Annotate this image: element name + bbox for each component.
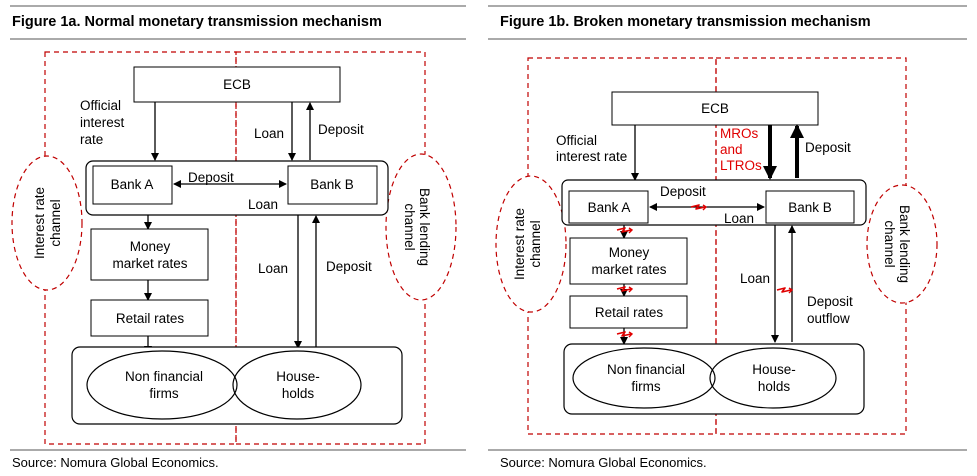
bank-b-box [287, 165, 378, 205]
firms-line1: Non financial [125, 369, 203, 384]
bank-a-label: Bank A [588, 200, 631, 215]
interest-rate-channel-line2: channel [528, 220, 543, 267]
money-market-line2: market rates [112, 256, 187, 271]
money-market-line1: Money [130, 239, 171, 254]
bank-b-households-break-icon [776, 287, 793, 294]
deposit-outflow-line2: outflow [807, 311, 850, 326]
official-rate-line2: interest [80, 115, 125, 130]
bank-lending-channel-line1: Bank lending [897, 205, 912, 283]
bank-a-label: Bank A [111, 177, 154, 192]
firms-line2: firms [149, 386, 178, 401]
figure-1b: Figure 1b. Broken monetary transmission … [488, 0, 977, 476]
economy-container [563, 343, 865, 415]
bank-lending-region [235, 51, 426, 445]
ecb-label: ECB [701, 101, 729, 116]
bank-a-box [92, 165, 173, 205]
figure-1a-title: Figure 1a. Normal monetary transmission … [12, 14, 382, 30]
official-rate-line3: rate [80, 132, 103, 147]
interbank-deposit-label: Deposit [660, 184, 706, 199]
bank-lending-channel-line1: Bank lending [417, 188, 432, 266]
households-ellipse [709, 347, 837, 409]
money-market-box [569, 237, 688, 285]
interbank-loan-label: Loan [248, 197, 278, 212]
firms-ellipse [86, 350, 238, 420]
official-rate-line2: interest rate [556, 149, 627, 164]
firms-ellipse [572, 347, 716, 409]
figure-1a-source: Source: Nomura Global Economics. [12, 455, 219, 470]
bank-b-label: Bank B [310, 177, 354, 192]
ecb-box [133, 66, 341, 103]
retail-rates-box [569, 295, 688, 329]
ecb-label: ECB [223, 77, 251, 92]
bank-b-label: Bank B [788, 200, 832, 215]
bank-b-loan-label: Loan [740, 271, 770, 286]
households-line1: House- [276, 369, 320, 384]
bank-b-box [765, 190, 855, 224]
interbank-deposit-label: Deposit [188, 170, 234, 185]
retail-rates-box [90, 299, 209, 337]
households-line2: holds [758, 379, 791, 394]
interest-rate-channel-ellipse [11, 155, 83, 291]
retail-rates-label: Retail rates [595, 305, 664, 320]
retail-rates-label: Retail rates [116, 311, 185, 326]
bank-b-loan-label: Loan [258, 261, 288, 276]
figure-1b-title: Figure 1b. Broken monetary transmission … [500, 14, 871, 30]
official-rate-line1: Official [80, 98, 121, 113]
mros-line1: MROs [720, 126, 758, 141]
official-rate-line1: Official [556, 133, 597, 148]
ecb-box [611, 91, 819, 126]
deposit-outflow-line1: Deposit [807, 294, 853, 309]
households-ellipse [232, 350, 362, 420]
money-market-line1: Money [609, 245, 650, 260]
bank-lending-channel-ellipse [385, 153, 457, 301]
figure-1a-diagram: Interest rate channel Bank lending chann… [10, 5, 466, 451]
ecb-deposit-label: Deposit [318, 122, 364, 137]
bank-lending-channel-line2: channel [882, 220, 897, 267]
figure-1b-diagram: Interest rate channel Bank lending chann… [488, 5, 967, 451]
bank-b-deposit-label: Deposit [326, 259, 372, 274]
mros-line3: LTROs [720, 158, 762, 173]
bank-lending-channel-ellipse [866, 184, 938, 304]
firms-line1: Non financial [607, 362, 685, 377]
money-market-line2: market rates [591, 262, 666, 277]
interest-rate-channel-line2: channel [48, 199, 63, 246]
money-market-box [90, 228, 209, 281]
figure-1a: Figure 1a. Normal monetary transmission … [0, 0, 470, 476]
ecb-loan-label: Loan [254, 126, 284, 141]
interest-rate-channel-line1: Interest rate [32, 187, 47, 259]
bank-lending-channel-line2: channel [402, 203, 417, 250]
figure-1b-source: Source: Nomura Global Economics. [500, 455, 707, 470]
households-line2: holds [282, 386, 315, 401]
firms-line2: firms [631, 379, 660, 394]
interest-rate-channel-ellipse [495, 175, 567, 313]
households-line1: House- [752, 362, 796, 377]
bank-a-box [568, 190, 649, 224]
mros-line2: and [720, 142, 743, 157]
interest-rate-channel-line1: Interest rate [512, 208, 527, 280]
interbank-loan-label: Loan [724, 211, 754, 226]
ecb-deposit-label: Deposit [805, 140, 851, 155]
